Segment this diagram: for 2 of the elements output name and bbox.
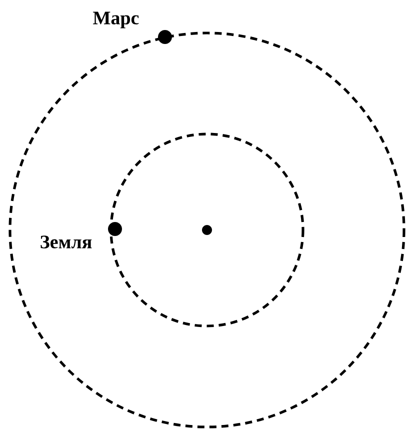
planet-label: Земля	[40, 236, 92, 248]
planet-label: Марс	[93, 12, 139, 28]
